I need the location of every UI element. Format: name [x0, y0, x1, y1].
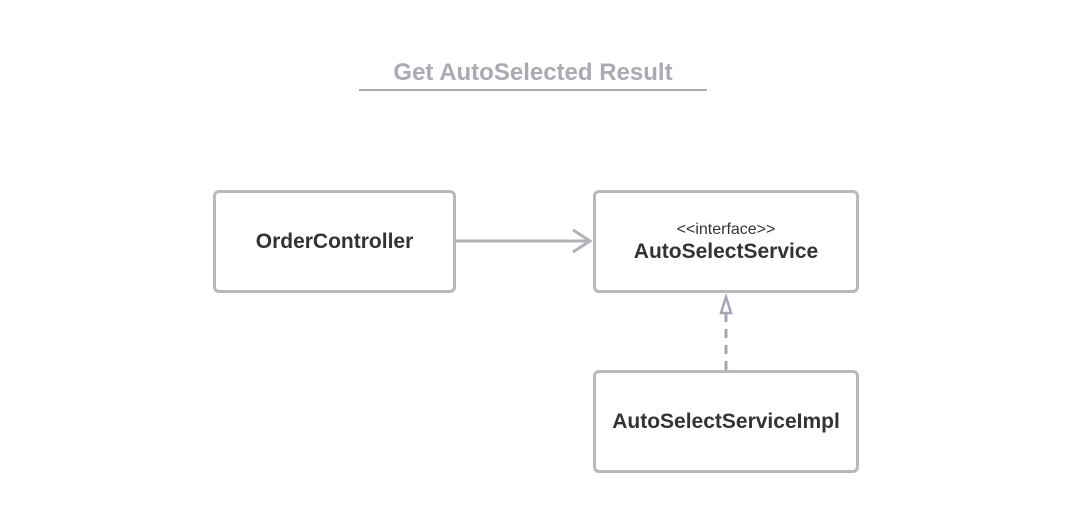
order-controller-box[interactable]: OrderController: [213, 190, 456, 293]
realization-arrow: [719, 292, 733, 370]
auto-select-service-impl-label: AutoSelectServiceImpl: [612, 409, 840, 433]
interface-stereotype-label: <<interface>>: [676, 220, 776, 238]
auto-select-service-box[interactable]: <<interface>> AutoSelectService: [593, 190, 859, 293]
diagram-title: Get AutoSelected Result: [359, 57, 707, 91]
realization-arrowhead: [719, 292, 733, 315]
association-arrowhead: [572, 228, 593, 254]
auto-select-service-impl-box[interactable]: AutoSelectServiceImpl: [593, 370, 859, 473]
association-arrow: [456, 228, 593, 254]
order-controller-label: OrderController: [255, 229, 414, 253]
auto-select-service-label: AutoSelectService: [633, 239, 819, 263]
